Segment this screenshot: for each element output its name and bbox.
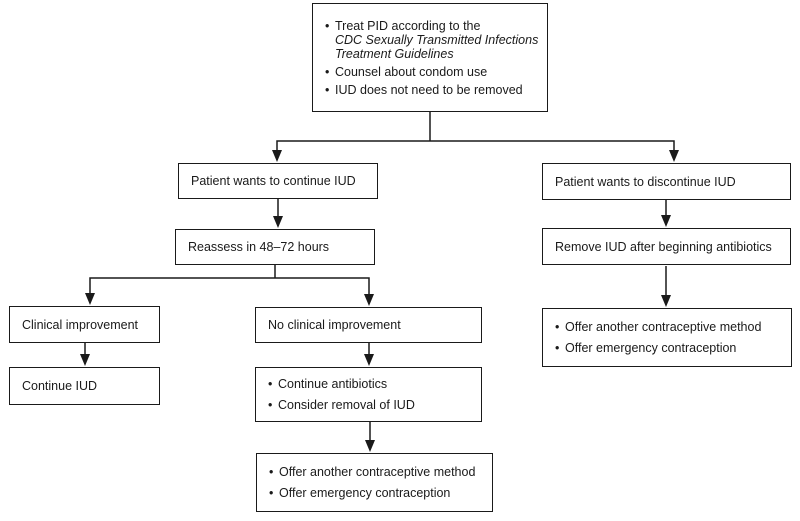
offer-mid-bullet-list: Offer another contraceptive method Offer… [269,465,484,500]
node-remove-iud: Remove IUD after beginning antibiotics [542,228,791,265]
offer-right-bullet-list: Offer another contraceptive method Offer… [555,320,783,355]
node-clinical-improvement: Clinical improvement [9,306,160,343]
bullet-item-consider-removal: Consider removal of IUD [268,398,473,412]
bullet-item-continue-antibiotics: Continue antibiotics [268,377,473,391]
node-continue-decision: Patient wants to continue IUD [178,163,378,199]
node-no-clinical-improvement: No clinical improvement [255,307,482,343]
treat-pid-line1: Treat PID according to the [335,18,481,33]
bullet-item-offer-emergency: Offer emergency contraception [555,341,783,355]
node-continue-iud: Continue IUD [9,367,160,405]
treat-pid-bullet-list: Treat PID according to the CDC Sexually … [325,19,539,97]
treat-pid-guidelines-line2: Treatment Guidelines [335,46,454,61]
continue-decision-label: Patient wants to continue IUD [191,174,356,188]
bullet-item-offer-method: Offer another contraceptive method [269,465,484,479]
arrowheads [80,150,679,452]
node-discontinue-decision: Patient wants to discontinue IUD [542,163,791,200]
node-reassess: Reassess in 48–72 hours [175,229,375,265]
bullet-item-treat-pid: Treat PID according to the CDC Sexually … [325,19,539,61]
node-offer-after-removal: Offer another contraceptive method Offer… [542,308,792,367]
treat-pid-guidelines-line1: CDC Sexually Transmitted Infections [335,32,539,47]
no-clinical-improvement-label: No clinical improvement [268,318,401,332]
remove-iud-label: Remove IUD after beginning antibiotics [555,239,772,254]
bullet-item-iud-removal: IUD does not need to be removed [325,83,539,97]
node-offer-after-no-improvement: Offer another contraceptive method Offer… [256,453,493,512]
reassess-label: Reassess in 48–72 hours [188,240,330,254]
node-treat-pid: Treat PID according to the CDC Sexually … [312,3,548,112]
continue-iud-label: Continue IUD [22,379,98,393]
node-continue-antibiotics: Continue antibiotics Consider removal of… [255,367,482,422]
bullet-item-offer-emergency: Offer emergency contraception [269,486,484,500]
bullet-item-counsel: Counsel about condom use [325,65,539,79]
continue-antibiotics-bullet-list: Continue antibiotics Consider removal of… [268,377,473,412]
discontinue-decision-label: Patient wants to discontinue IUD [555,174,736,189]
bullet-item-offer-method: Offer another contraceptive method [555,320,783,334]
clinical-improvement-label: Clinical improvement [22,317,139,332]
